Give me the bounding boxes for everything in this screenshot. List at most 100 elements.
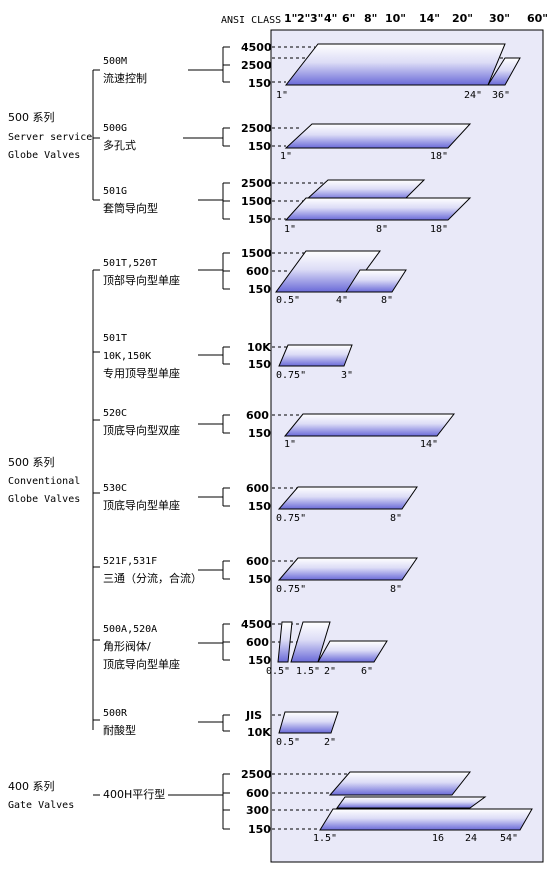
range-bar xyxy=(278,711,339,734)
group-subtitle: Server service xyxy=(8,132,92,143)
model-code: 501T xyxy=(103,333,127,344)
class-label: 1500 xyxy=(241,247,272,260)
size-label: 1.5" xyxy=(313,833,337,844)
class-label: 600 xyxy=(246,482,269,495)
class-label: 600 xyxy=(246,555,269,568)
chart-panel xyxy=(270,29,544,863)
range-bar xyxy=(345,269,407,293)
class-label: 2500 xyxy=(241,59,272,72)
class-label: 600 xyxy=(246,409,269,422)
model-desc: 专用顶导型单座 xyxy=(103,366,180,380)
class-label: 10K xyxy=(247,726,271,739)
size-header-label: 8" xyxy=(364,12,377,25)
range-bar xyxy=(336,796,487,809)
class-label: 150 xyxy=(248,213,271,226)
size-label: 1.5" xyxy=(296,666,320,677)
group-subtitle: Globe Valves xyxy=(8,150,80,161)
model-desc: 角形阀体/ xyxy=(103,639,151,653)
model-code: 501G xyxy=(103,186,127,197)
range-bar xyxy=(317,640,388,663)
size-label: 18" xyxy=(430,224,448,235)
class-label: 600 xyxy=(246,787,269,800)
model-desc: 顶底导向型双座 xyxy=(103,423,180,437)
size-header-label: 6" xyxy=(342,12,355,25)
group-title: 500 系列 xyxy=(8,455,55,469)
size-header-label: 3" xyxy=(310,12,323,25)
size-label: 0.5" xyxy=(276,737,300,748)
model-code: 520C xyxy=(103,408,127,419)
range-bar xyxy=(277,557,418,581)
class-label: 150 xyxy=(248,140,271,153)
size-label: 2" xyxy=(324,666,336,677)
group-title: 400 系列 xyxy=(8,779,55,793)
model-code: 500G xyxy=(103,123,127,134)
model-code: 530C xyxy=(103,483,127,494)
class-label: 150 xyxy=(248,573,271,586)
class-labels: 4500 2500 150 2500 150 2500 1500 150 150… xyxy=(241,41,272,836)
model-code: 500R xyxy=(103,708,128,719)
model-code: 400H平行型 xyxy=(103,787,165,801)
size-label: 0.5" xyxy=(276,295,300,306)
class-label: 4500 xyxy=(241,41,272,54)
size-label: 8" xyxy=(381,295,393,306)
group-subtitle: Gate Valves xyxy=(8,800,74,811)
range-bar xyxy=(277,486,418,510)
class-label: JIS xyxy=(245,709,262,722)
size-label: 24 xyxy=(465,833,477,844)
range-bar xyxy=(319,808,533,831)
model-code: 500A,520A xyxy=(103,624,157,635)
class-label: 150 xyxy=(248,427,271,440)
size-label: 4" xyxy=(336,295,348,306)
size-label: 16 xyxy=(432,833,444,844)
class-label: 150 xyxy=(248,283,271,296)
class-label: 150 xyxy=(248,500,271,513)
size-header-label: 4" xyxy=(324,12,337,25)
size-label: 1" xyxy=(280,151,292,162)
range-bar xyxy=(284,123,472,149)
size-header-label: 30" xyxy=(489,12,510,25)
size-label: 8" xyxy=(390,513,402,524)
class-label: 300 xyxy=(246,804,269,817)
range-bar xyxy=(284,43,506,86)
model-labels: 500M 流速控制 500G 多孔式 501G 套筒导向型 501T,520T … xyxy=(103,56,202,801)
class-label: 150 xyxy=(248,77,271,90)
size-label: 24" xyxy=(464,90,482,101)
range-bar xyxy=(328,771,472,796)
size-label: 3" xyxy=(341,370,353,381)
class-label: 2500 xyxy=(241,177,272,190)
class-label: 1500 xyxy=(241,195,272,208)
group-title: 500 系列 xyxy=(8,110,55,124)
size-label: 2" xyxy=(324,737,336,748)
model-code: 521F,531F xyxy=(103,556,157,567)
size-labels: 1" 24" 36" 1" 18" 1" 8" 18" 0.5" 4" 8" 0… xyxy=(266,90,518,844)
size-header: 1" 2" 3" 4" 6" 8" 10" 14" 20" 30" 60" xyxy=(284,12,548,25)
size-header-label: 60" xyxy=(527,12,548,25)
range-bar xyxy=(284,197,472,221)
model-desc: 套筒导向型 xyxy=(103,201,158,215)
model-desc: 三通（分流，合流） xyxy=(103,571,202,585)
size-header-label: 14" xyxy=(419,12,440,25)
class-label: 2500 xyxy=(241,768,272,781)
group-conventional: 500 系列 Conventional Globe Valves xyxy=(8,455,80,505)
model-code: 501T,520T xyxy=(103,258,157,269)
class-label: 2500 xyxy=(241,122,272,135)
class-label: 600 xyxy=(246,265,269,278)
model-desc: 流速控制 xyxy=(103,71,147,85)
size-label: 0.5" xyxy=(266,666,290,677)
model-desc: 顶底导向型单座 xyxy=(103,657,180,671)
size-label: 14" xyxy=(420,439,438,450)
group-subtitle: Conventional xyxy=(8,476,80,487)
class-label: 150 xyxy=(248,358,271,371)
range-bar xyxy=(277,621,293,663)
size-label: 1" xyxy=(284,224,296,235)
class-label: 600 xyxy=(246,636,269,649)
model-desc: 多孔式 xyxy=(103,138,136,152)
size-header-label: 10" xyxy=(385,12,406,25)
group-server-service: 500 系列 Server service Globe Valves xyxy=(8,110,92,161)
size-header-label: 1" xyxy=(284,12,297,25)
size-label: 1" xyxy=(276,90,288,101)
class-label: 150 xyxy=(248,654,271,667)
range-bars xyxy=(275,43,533,831)
size-label: 6" xyxy=(361,666,373,677)
